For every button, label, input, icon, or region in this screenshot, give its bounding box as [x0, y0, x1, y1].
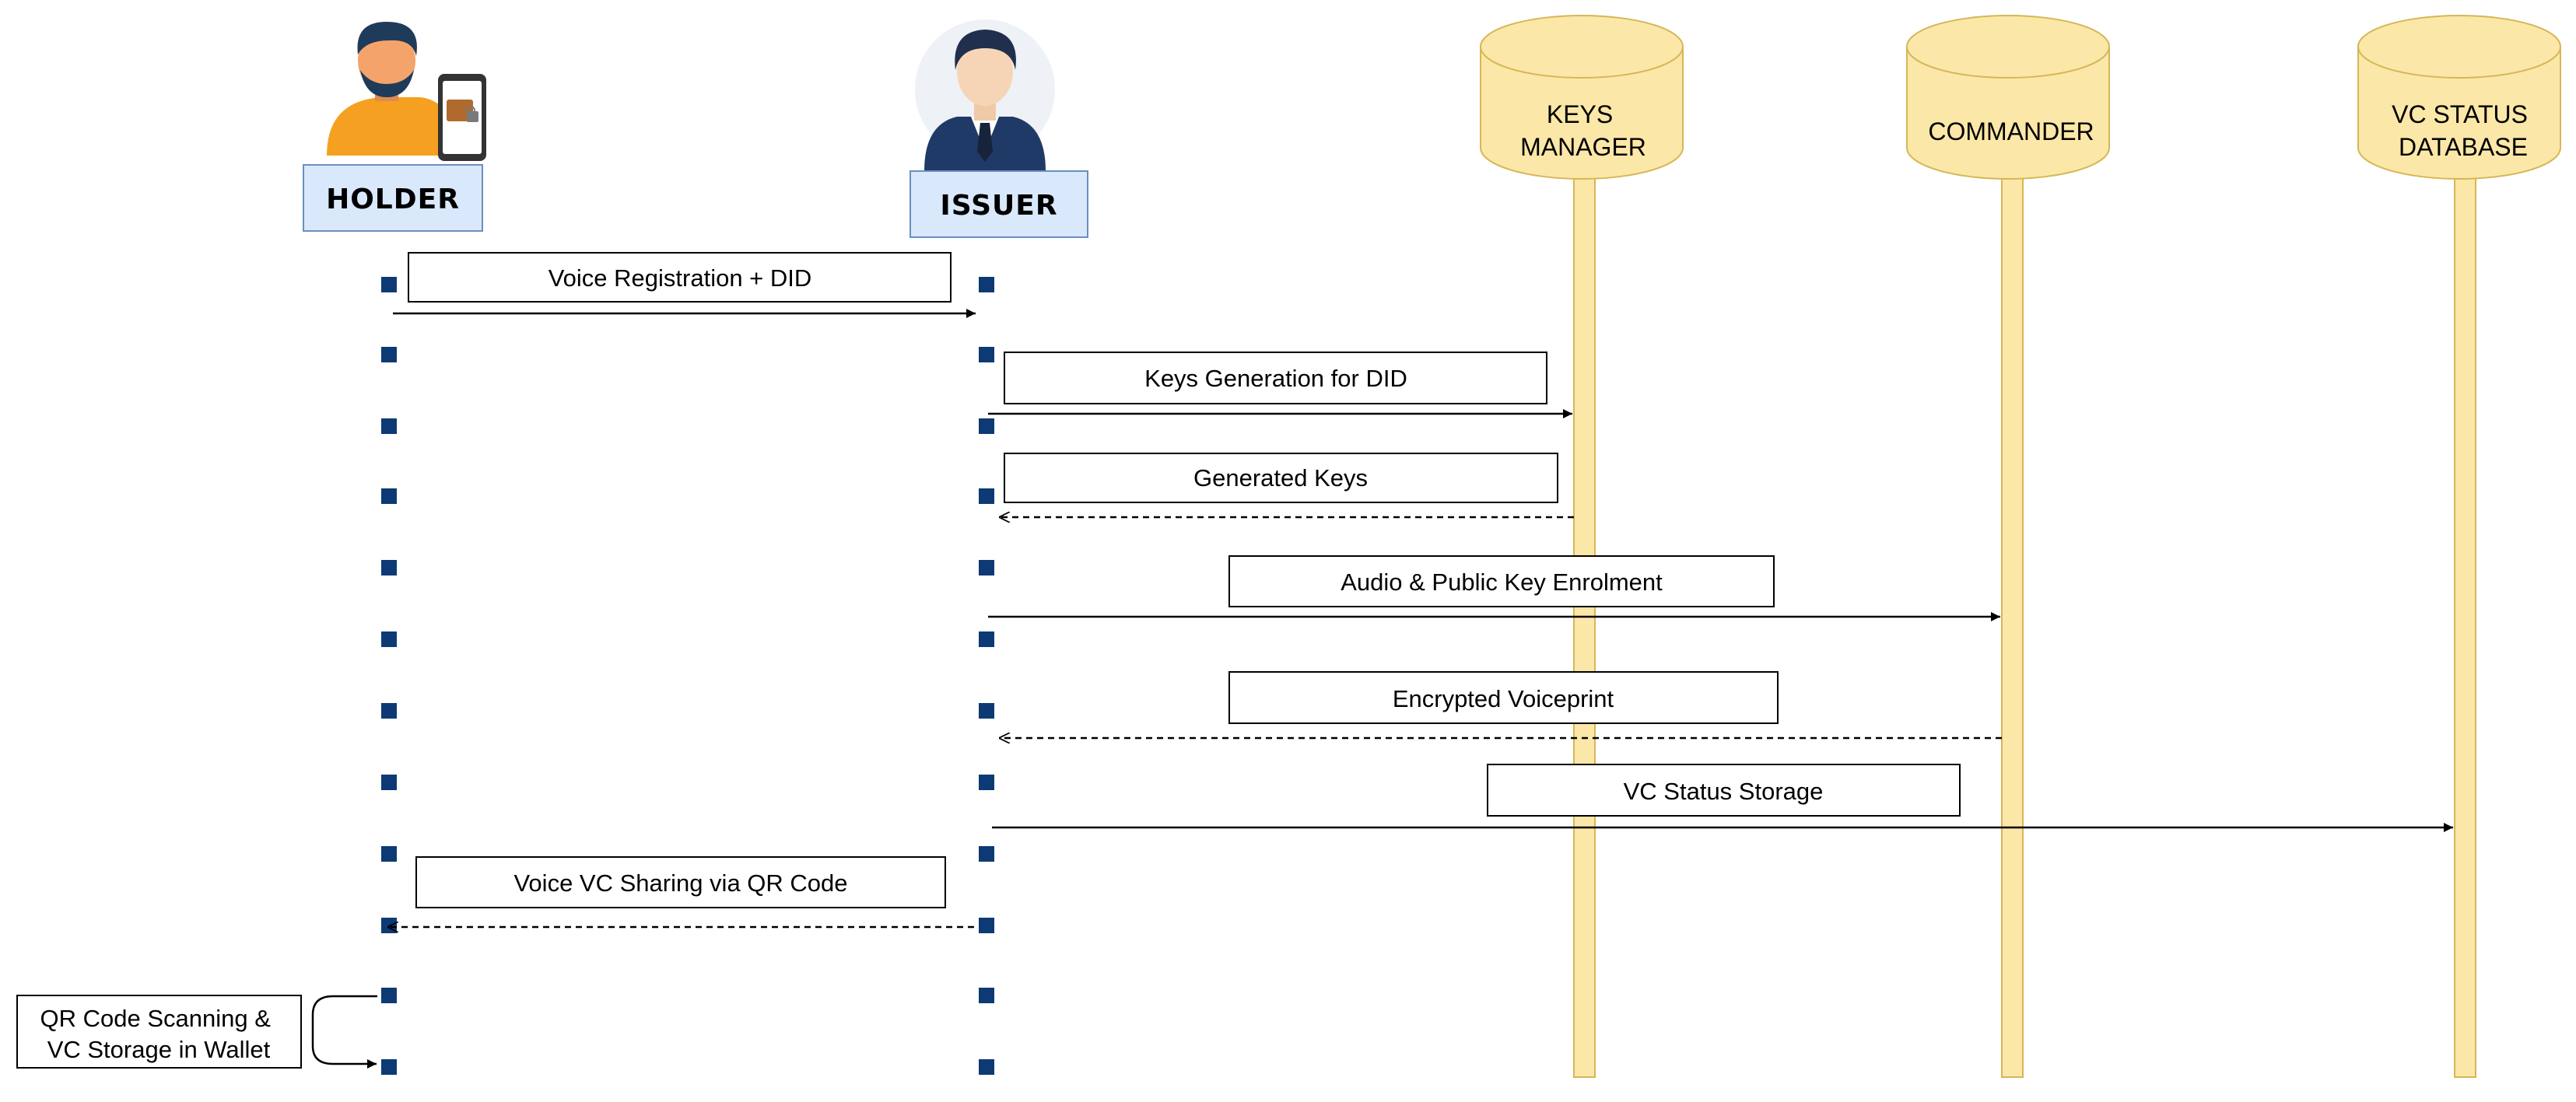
issuer-lifeline-dot	[979, 418, 994, 434]
holder-lifeline	[381, 277, 397, 1075]
message-2: Keys Generation for DID	[988, 352, 1572, 418]
issuer-lifeline-dot	[979, 775, 994, 790]
issuer-lifeline-dot	[979, 347, 994, 362]
issuer-lifeline-dot	[979, 488, 994, 504]
self-note-box	[16, 995, 302, 1069]
holder-lifeline-dot	[381, 488, 397, 504]
keys-manager-label-line1: KEYS	[1547, 100, 1613, 128]
holder-actor: HOLDER	[303, 22, 486, 232]
holder-lifeline-dot	[381, 631, 397, 647]
self-note-line1: QR Code Scanning &	[40, 1005, 271, 1032]
message-6-label: VC Status Storage	[1624, 778, 1824, 805]
commander-database: COMMANDER	[1906, 15, 2110, 1078]
issuer-label: ISSUER	[940, 190, 1057, 222]
commander-lifeline	[2001, 174, 2024, 1078]
message-7-label: Voice VC Sharing via QR Code	[513, 869, 847, 897]
holder-lifeline-dot	[381, 277, 397, 292]
holder-lifeline-dot	[381, 418, 397, 434]
self-note: QR Code Scanning & VC Storage in Wallet	[16, 995, 377, 1069]
message-5: Encrypted Voiceprint	[999, 671, 2002, 738]
holder-person-icon	[327, 22, 459, 156]
message-1-label: Voice Registration + DID	[548, 264, 812, 292]
message-2-label-box	[1004, 352, 1547, 404]
message-5-label-box	[1228, 671, 1779, 724]
holder-lifeline-dot	[381, 775, 397, 790]
holder-lifeline-dot	[381, 846, 397, 862]
self-note-arrow	[311, 995, 377, 1069]
issuer-lifeline-dot	[979, 703, 994, 719]
holder-label-box	[303, 164, 483, 232]
message-4-label: Audio & Public Key Enrolment	[1341, 568, 1663, 596]
keys-manager-lifeline	[1573, 174, 1596, 1078]
message-3-label-box	[1004, 453, 1558, 503]
message-3: Generated Keys	[999, 453, 1574, 517]
issuer-lifeline-dot	[979, 277, 994, 292]
commander-label: COMMANDER	[1928, 117, 2094, 145]
issuer-lifeline-dot	[979, 918, 994, 933]
issuer-lifeline-dot	[979, 560, 994, 575]
message-4-label-box	[1228, 555, 1775, 607]
issuer-lifeline	[979, 277, 994, 1075]
holder-lifeline-dot	[381, 918, 397, 933]
issuer-lifeline-dot	[979, 631, 994, 647]
vc-status-label-line1: VC STATUS	[2392, 100, 2528, 128]
svg-text:KEYS MANAGER: KEYS MANAGER	[1520, 100, 1646, 161]
vc-status-database: VC STATUS DATABASE	[2357, 15, 2561, 1078]
holder-lifeline-dot	[381, 703, 397, 719]
holder-lifeline-dot	[381, 1059, 397, 1075]
message-1-label-box	[408, 252, 952, 303]
issuer-lifeline-dot	[979, 846, 994, 862]
holder-lifeline-dot	[381, 347, 397, 362]
svg-text:QR Code Scanning & VC St: QR Code Scanning & VC Storage in Wallet	[40, 1005, 277, 1063]
keys-manager-label-line2: MANAGER	[1520, 133, 1646, 161]
message-6-label-box	[1487, 764, 1961, 817]
message-4: Audio & Public Key Enrolment	[988, 555, 2000, 621]
issuer-lifeline-dot	[979, 988, 994, 1003]
holder-label: HOLDER	[326, 184, 460, 215]
issuer-person-icon	[915, 19, 1055, 171]
vc-status-lifeline	[2454, 174, 2476, 1078]
holder-lifeline-dot	[381, 560, 397, 575]
issuer-lifeline-dot	[979, 1059, 994, 1075]
message-6: VC Status Storage	[992, 764, 2453, 832]
keys-manager-database: KEYS MANAGER	[1480, 15, 1684, 1078]
message-5-label: Encrypted Voiceprint	[1393, 685, 1614, 712]
issuer-actor: ISSUER	[909, 19, 1088, 238]
message-1: Voice Registration + DID	[393, 252, 976, 318]
issuer-label-box	[909, 170, 1088, 238]
message-7: Voice VC Sharing via QR Code	[387, 856, 974, 927]
phone-wallet-icon	[438, 74, 486, 161]
message-3-label: Generated Keys	[1193, 464, 1368, 492]
vc-status-label-line2: DATABASE	[2399, 133, 2528, 161]
holder-lifeline-dot	[381, 988, 397, 1003]
self-note-line2: VC Storage in Wallet	[47, 1036, 271, 1063]
message-2-label: Keys Generation for DID	[1144, 365, 1407, 392]
svg-text:VC STATUS DATABASE: VC STATUS DATABASE	[2392, 100, 2535, 161]
message-7-label-box	[415, 856, 946, 908]
